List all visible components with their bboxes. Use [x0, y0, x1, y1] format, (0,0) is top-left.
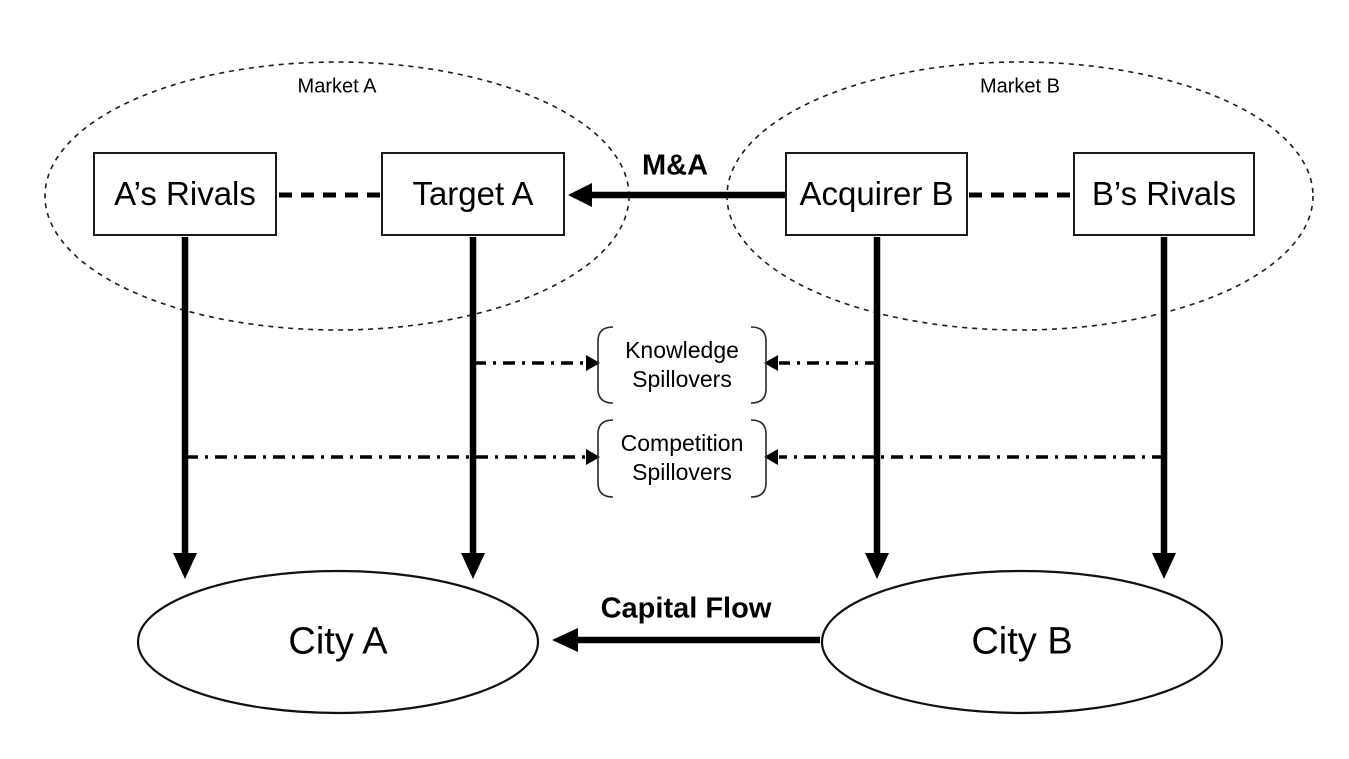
knowledge-spillovers-line1: Knowledge [625, 337, 739, 363]
knowledge-spillover-right-arrow [764, 355, 877, 371]
competition-spillovers-box: Competition Spillovers [621, 429, 744, 487]
acquirer-b-label: Acquirer B [799, 175, 954, 212]
competition-spillover-right-arrow [764, 449, 1164, 465]
target-a-box: Target A [381, 152, 565, 236]
acquirer-b-to-city-b-arrow [865, 237, 889, 579]
knowledge-spillovers-line2: Spillovers [632, 366, 732, 392]
target-a-label: Target A [412, 175, 534, 212]
market-b-label: Market B [979, 75, 1061, 98]
city-a-label: City A [288, 620, 388, 663]
competition-spillovers-line2: Spillovers [632, 459, 732, 485]
knowledge-spillover-left-arrow [474, 355, 600, 371]
b-rivals-to-city-b-arrow [1152, 237, 1176, 579]
market-a-label: Market A [297, 75, 377, 98]
a-rivals-box: A’s Rivals [93, 152, 277, 236]
capital-flow-label: Capital Flow [600, 592, 772, 625]
knowledge-spillovers-brackets [597, 326, 767, 404]
competition-spillovers-brackets [597, 419, 767, 498]
city-b-label: City B [971, 620, 1073, 663]
competition-spillovers-line1: Competition [620, 430, 744, 456]
a-rivals-to-city-a-arrow [173, 237, 197, 579]
ma-arrow [568, 183, 785, 207]
b-rivals-box: B’s Rivals [1073, 152, 1255, 236]
acquirer-b-box: Acquirer B [785, 152, 968, 236]
capital-flow-arrow [552, 628, 820, 652]
target-a-to-city-a-arrow [461, 237, 485, 579]
b-rivals-label: B’s Rivals [1091, 175, 1237, 212]
competition-spillover-left-arrow [186, 449, 600, 465]
city-a-ellipse [136, 569, 540, 715]
knowledge-spillovers-box: Knowledge Spillovers [625, 336, 739, 394]
city-b-ellipse [820, 569, 1224, 715]
ma-flow-label: M&A [641, 149, 709, 182]
a-rivals-label: A’s Rivals [114, 175, 256, 212]
